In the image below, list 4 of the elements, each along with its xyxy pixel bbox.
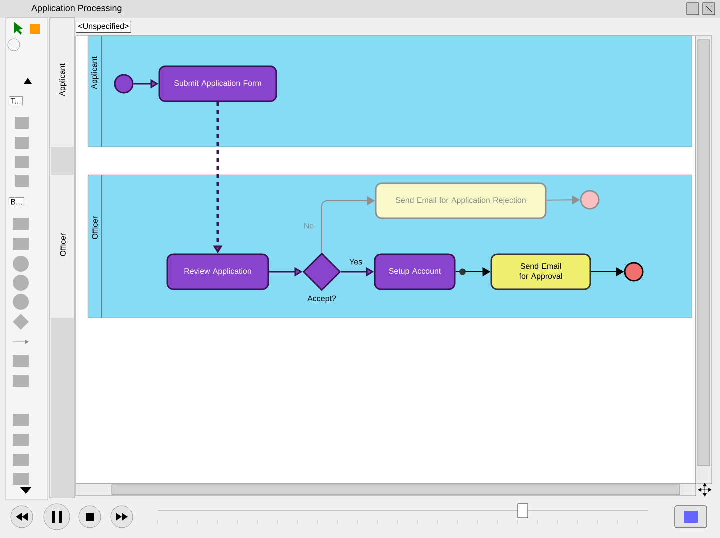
end-event-circle: [580, 190, 600, 210]
window-title: Application Processing: [32, 4, 122, 14]
end-event-circle: [624, 262, 644, 282]
start-event-circle: [114, 74, 134, 94]
